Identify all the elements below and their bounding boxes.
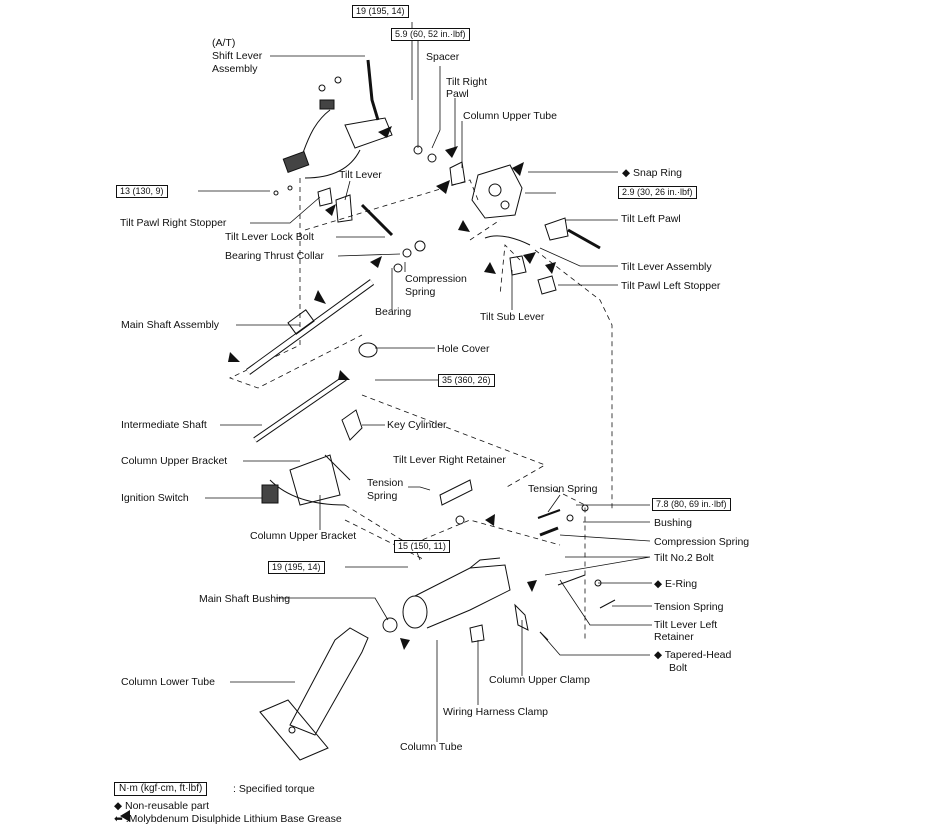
label-assembly: Assembly: [212, 63, 258, 75]
label-main-shaft-bushing: Main Shaft Bushing: [199, 593, 291, 605]
legend-grease: ⬅ :Molybdenum Disulphide Lithium Base Gr…: [114, 813, 342, 825]
label-compression: Compression: [405, 273, 467, 285]
label-main-shaft-assembly: Main Shaft Assembly: [121, 319, 220, 331]
label-tilt-left-pawl: Tilt Left Pawl: [621, 213, 681, 225]
label-tapered-head: ◆ Tapered-Head: [654, 649, 732, 661]
label-tilt-lever-assembly: Tilt Lever Assembly: [621, 261, 712, 273]
label-bolt: Bolt: [669, 662, 688, 674]
label-at: (A/T): [212, 37, 236, 49]
torque-box-shift-bolt: 19 (195, 14): [352, 5, 409, 18]
label-tilt-pawl-left-stopper: Tilt Pawl Left Stopper: [621, 280, 721, 292]
label-e-ring: ◆ E-Ring: [654, 578, 698, 590]
label-tilt-lever-right-retainer: Tilt Lever Right Retainer: [393, 454, 506, 466]
label-retainer: Retainer: [654, 631, 694, 643]
label-shift-lever: Shift Lever: [212, 50, 263, 62]
label-tilt-right: Tilt Right: [446, 76, 488, 88]
label-tension-spring-right-bottom: Tension Spring: [654, 601, 724, 613]
label-compression-spring: Compression Spring: [654, 536, 750, 548]
label-column-upper-clamp: Column Upper Clamp: [489, 674, 590, 686]
label-tilt-lever: Tilt Lever: [339, 169, 382, 181]
label-tilt-lever-lock-bolt: Tilt Lever Lock Bolt: [225, 231, 314, 243]
label-column-upper-bracket-top: Column Upper Bracket: [121, 455, 228, 467]
label-tilt-no2-bolt: Tilt No.2 Bolt: [654, 552, 714, 564]
torque-box-spacer-bolt: 5.9 (60, 52 in.·lbf): [391, 28, 470, 41]
torque-box-stopper-bolt: 13 (130, 9): [116, 185, 168, 198]
label-pawl: Pawl: [446, 88, 469, 100]
label-tilt-sub-lever: Tilt Sub Lever: [480, 311, 545, 323]
label-column-lower-tube: Column Lower Tube: [121, 676, 215, 688]
torque-box-tube-bolt: 19 (195, 14): [268, 561, 325, 574]
legend-nonreusable: ◆ Non-reusable part: [114, 800, 210, 812]
label-bushing: Bushing: [654, 517, 692, 529]
label-hole-cover: Hole Cover: [437, 343, 490, 355]
torque-box-upper-tube-bolt: 2.9 (30, 26 in.·lbf): [618, 186, 697, 199]
label-key-cylinder: Key Cylinder: [387, 419, 447, 431]
label-tension-spring-left: Spring: [367, 490, 398, 502]
label-column-tube: Column Tube: [400, 741, 463, 753]
label-tilt-pawl-right-stopper: Tilt Pawl Right Stopper: [120, 217, 227, 229]
legend-torque-box: N·m (kgf·cm, ft·lbf): [114, 782, 208, 796]
torque-box-retainer-bolt: 15 (150, 11): [394, 540, 450, 553]
label-snap-ring: ◆ Snap Ring: [622, 167, 683, 179]
label-tilt-lever-left: Tilt Lever Left: [654, 619, 718, 631]
legend-torque-text: : Specified torque: [233, 783, 315, 795]
label-column-upper-bracket-bottom: Column Upper Bracket: [250, 530, 357, 542]
label-tension: Tension: [367, 477, 404, 489]
label-ignition-switch: Ignition Switch: [121, 492, 189, 504]
label-bearing: Bearing: [375, 306, 412, 318]
torque-box-bushing-bolt: 7.8 (80, 69 in.·lbf): [652, 498, 731, 511]
label-spring: Spring: [405, 286, 436, 298]
torque-box-hole-cover-bolt: 35 (360, 26): [438, 374, 495, 387]
label-wiring-harness-clamp: Wiring Harness Clamp: [443, 706, 549, 718]
label-intermediate-shaft: Intermediate Shaft: [121, 419, 207, 431]
label-spacer: Spacer: [426, 51, 460, 63]
label-tension-spring-right-top: Tension Spring: [528, 483, 598, 495]
label-column-upper-tube: Column Upper Tube: [463, 110, 557, 122]
label-bearing-thrust-collar: Bearing Thrust Collar: [225, 250, 325, 262]
